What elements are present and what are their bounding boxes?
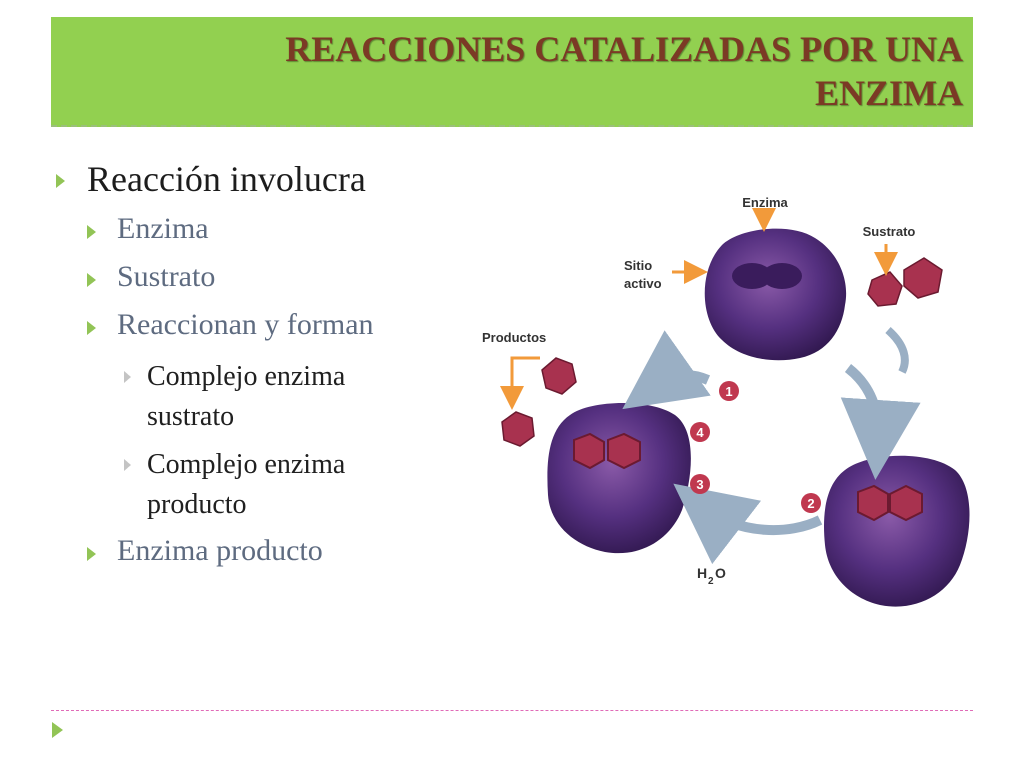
substrate-molecule — [867, 257, 943, 307]
svg-text:2: 2 — [807, 496, 814, 511]
title-line-2: ENZIMA — [814, 73, 963, 113]
label-sustrato: Sustrato — [863, 224, 916, 239]
bullet-reaccionan: Reaccionan y forman — [117, 308, 374, 341]
sub-bullet-icon — [124, 459, 131, 471]
svg-text:1: 1 — [725, 384, 732, 399]
label-productos: Productos — [482, 330, 546, 345]
footer-divider — [51, 710, 973, 711]
cycle-arrow-3 — [673, 483, 823, 565]
cycle-arrow-2 — [840, 364, 921, 480]
bullet-sustrato: Sustrato — [117, 260, 216, 293]
subitem-line: Complejo enzima — [147, 361, 346, 392]
cycle-arrow-1 — [622, 330, 711, 410]
svg-text:2: 2 — [708, 576, 714, 587]
step-3: 3 — [690, 474, 710, 494]
footer-bullet-icon — [52, 722, 63, 738]
product-molecule — [541, 357, 577, 395]
title-bar: REACCIONES CATALIZADAS POR UNA ENZIMA — [51, 17, 973, 127]
bullet-icon — [87, 547, 96, 561]
label-activo: activo — [624, 276, 662, 291]
bullet-icon — [87, 273, 96, 287]
bullet-icon — [87, 225, 96, 239]
active-site — [732, 263, 802, 289]
bullet-level1: Reacción involucra — [87, 159, 366, 199]
svg-text:O: O — [715, 565, 726, 581]
cycle-arrow-4 — [885, 327, 909, 374]
title-line-1: REACCIONES CATALIZADAS POR UNA — [285, 29, 963, 69]
svg-text:3: 3 — [696, 477, 703, 492]
svg-text:H: H — [697, 565, 707, 581]
label-enzima: Enzima — [742, 195, 788, 210]
slide-title: REACCIONES CATALIZADAS POR UNA ENZIMA — [203, 27, 963, 115]
bullet-icon — [87, 321, 96, 335]
subitem-line: sustrato — [147, 401, 235, 432]
bullet-enzima: Enzima — [117, 212, 209, 245]
step-4: 4 — [690, 422, 710, 442]
svg-text:4: 4 — [696, 425, 704, 440]
step-2: 2 — [801, 493, 821, 513]
subitem-complejo-sustrato: Complejo enzima sustrato — [147, 357, 427, 437]
enzyme-substrate-complex-right — [857, 484, 923, 522]
enzyme-left — [547, 402, 691, 554]
label-arrow-productos — [500, 356, 540, 410]
subitem-complejo-producto: Complejo enzima producto — [147, 445, 427, 525]
sub-bullet-icon — [124, 371, 131, 383]
enzyme-right — [824, 455, 970, 607]
water-label: H 2 O — [697, 565, 726, 587]
enzyme-product-complex-left — [573, 432, 641, 470]
enzyme-top — [704, 228, 847, 361]
bullet-enzima-producto: Enzima producto — [117, 534, 323, 567]
subitem-line: producto — [147, 489, 247, 520]
product-molecule — [501, 411, 535, 447]
step-1: 1 — [719, 381, 739, 401]
subitem-line: Complejo enzima — [147, 449, 346, 480]
label-sitio: Sitio — [624, 258, 652, 273]
bullet-icon — [56, 174, 65, 188]
